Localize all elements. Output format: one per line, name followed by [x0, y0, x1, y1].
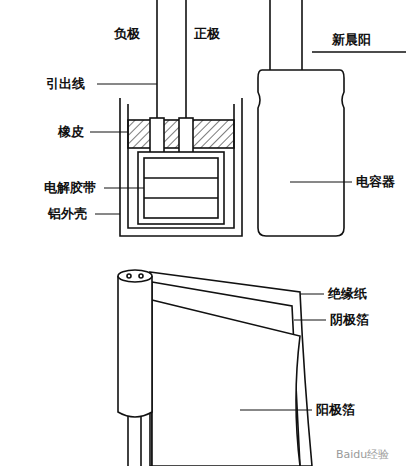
electrolytic-element	[138, 152, 224, 224]
cylinder-top	[118, 270, 152, 282]
anode-foil	[152, 300, 300, 466]
part-label: 阴极箔	[330, 312, 369, 328]
lead-wire	[185, 0, 187, 124]
leader-line	[300, 294, 324, 295]
part-label: 引出线	[46, 76, 85, 92]
part-label: 橡皮	[58, 124, 84, 140]
part-label: 电容器	[356, 174, 395, 190]
cathode-foil	[152, 282, 300, 466]
leader-line	[104, 188, 144, 189]
leader-line	[95, 214, 120, 215]
leader-line	[290, 182, 352, 183]
aluminum-shell-inner	[128, 104, 234, 228]
lead-wire	[140, 416, 142, 466]
wound-cylinder	[118, 276, 152, 417]
lead-wire	[301, 0, 303, 70]
electrolytic-element-inner	[144, 158, 218, 218]
lead-wire	[156, 0, 158, 124]
element-layer	[144, 197, 218, 199]
leader-line	[294, 320, 326, 321]
capacitor-body	[258, 70, 344, 236]
part-label: 电解胶带	[44, 180, 96, 196]
element-layer	[144, 177, 218, 179]
lead-wire	[127, 416, 129, 466]
leader-line	[97, 84, 157, 85]
cylinder-hole	[127, 274, 131, 278]
watermark: Baidu经验	[336, 448, 389, 461]
aluminum-shell	[120, 98, 242, 236]
lead-wire	[269, 0, 271, 70]
terminal-label: 正极	[194, 26, 220, 42]
insulation-paper	[150, 272, 312, 466]
leader-line	[90, 132, 128, 133]
leader-line	[240, 410, 312, 411]
part-label: 绝缘纸	[328, 286, 367, 302]
part-label: 铝外壳	[48, 206, 87, 222]
terminal-label: 负极	[114, 26, 140, 42]
brand-label: 新晨阳	[332, 32, 371, 48]
brand-line	[312, 51, 406, 52]
cylinder-hole	[139, 274, 143, 278]
part-label: 阳极箔	[316, 402, 355, 418]
